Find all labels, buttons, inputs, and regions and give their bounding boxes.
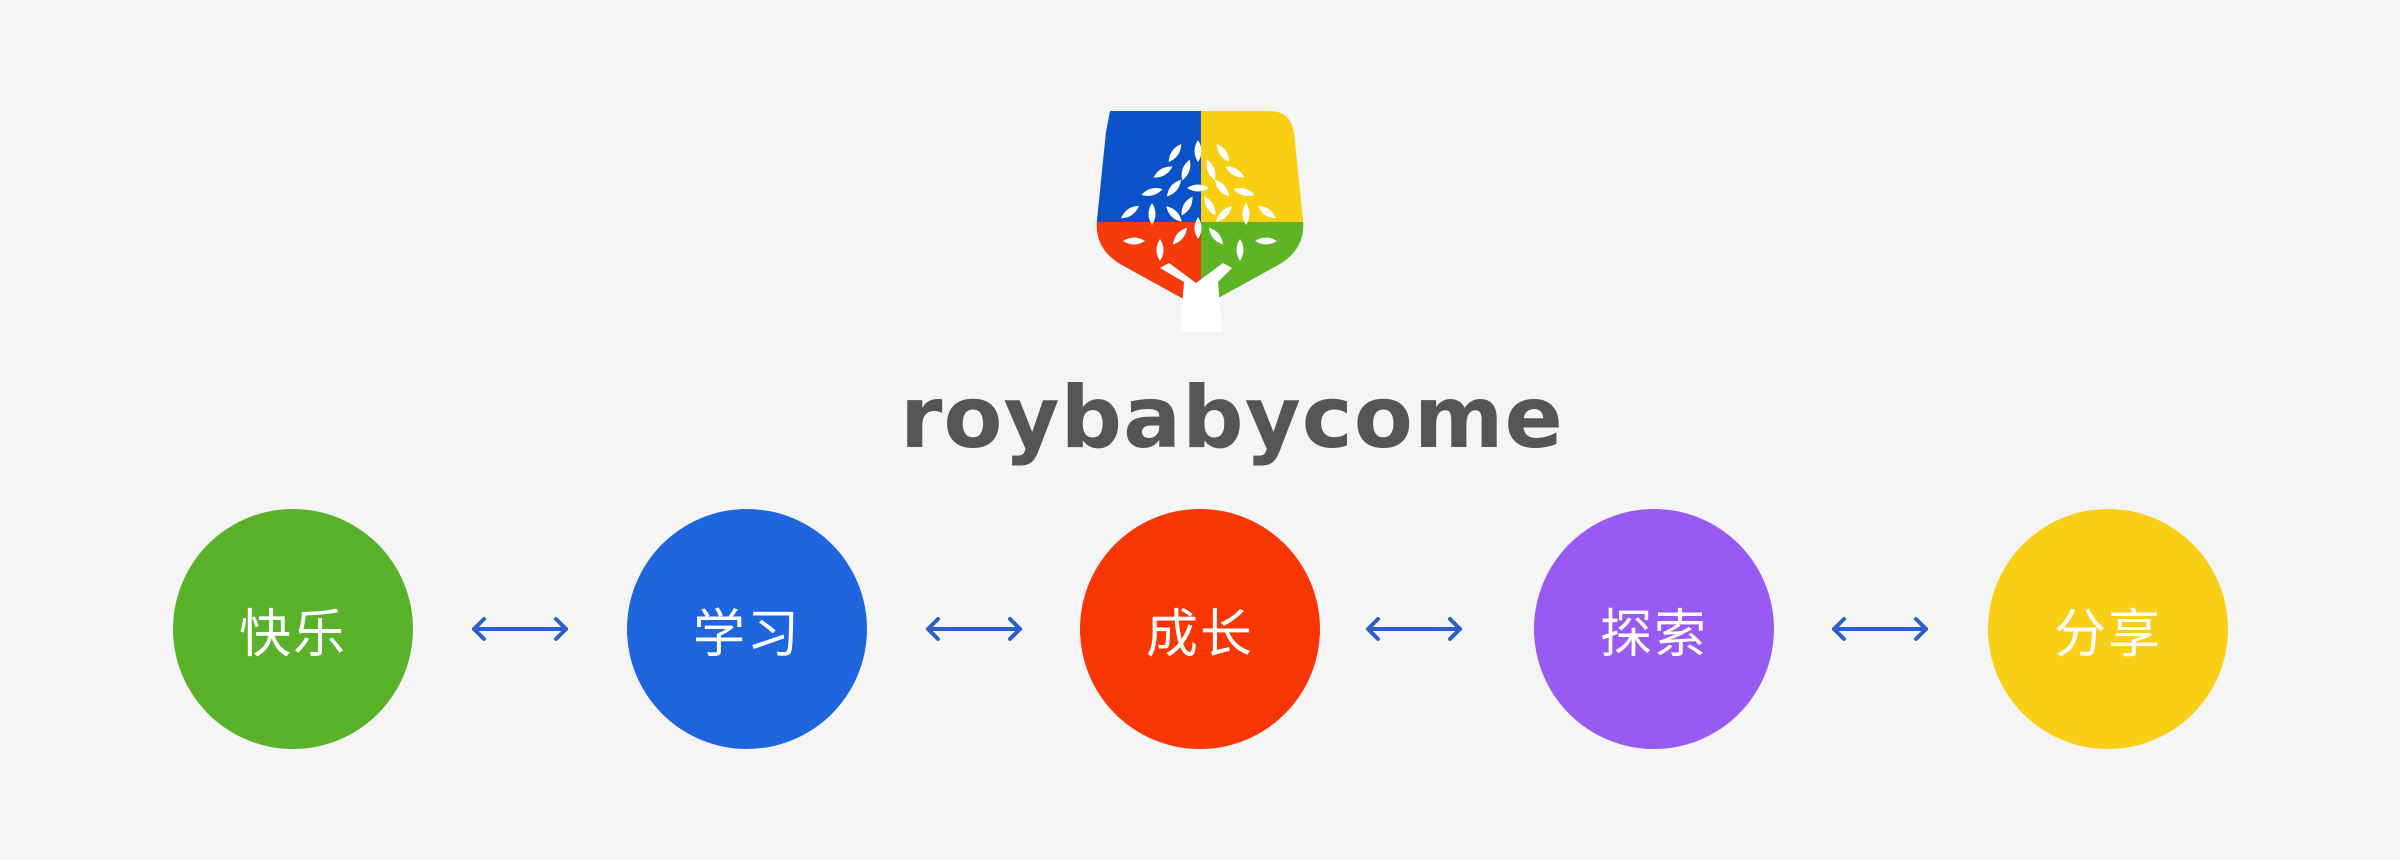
emblem-yellow-quadrant: [1201, 111, 1304, 222]
brand-logo-emblem: [1096, 111, 1304, 332]
value-circle-share: 分享: [1988, 509, 2228, 749]
value-circle-explore: 探索: [1534, 509, 1774, 749]
tree-trunk-icon: [1160, 263, 1232, 332]
value-label: 学习: [692, 604, 801, 665]
value-label: 快乐: [238, 604, 347, 665]
value-label: 分享: [2053, 604, 2162, 665]
value-label: 成长: [1145, 604, 1254, 665]
double-arrow-icon: [926, 617, 1022, 641]
emblem-blue-quadrant: [1096, 111, 1201, 222]
value-label: 探索: [1599, 604, 1708, 665]
double-arrow-icon: [1832, 617, 1928, 641]
double-arrow-icon: [472, 617, 568, 641]
double-arrow-icon: [1366, 617, 1462, 641]
value-circle-happy: 快乐: [173, 509, 413, 749]
brand-wordmark: roybabycome: [900, 368, 1564, 468]
value-circle-learn: 学习: [627, 509, 867, 749]
value-circle-grow: 成长: [1080, 509, 1320, 749]
